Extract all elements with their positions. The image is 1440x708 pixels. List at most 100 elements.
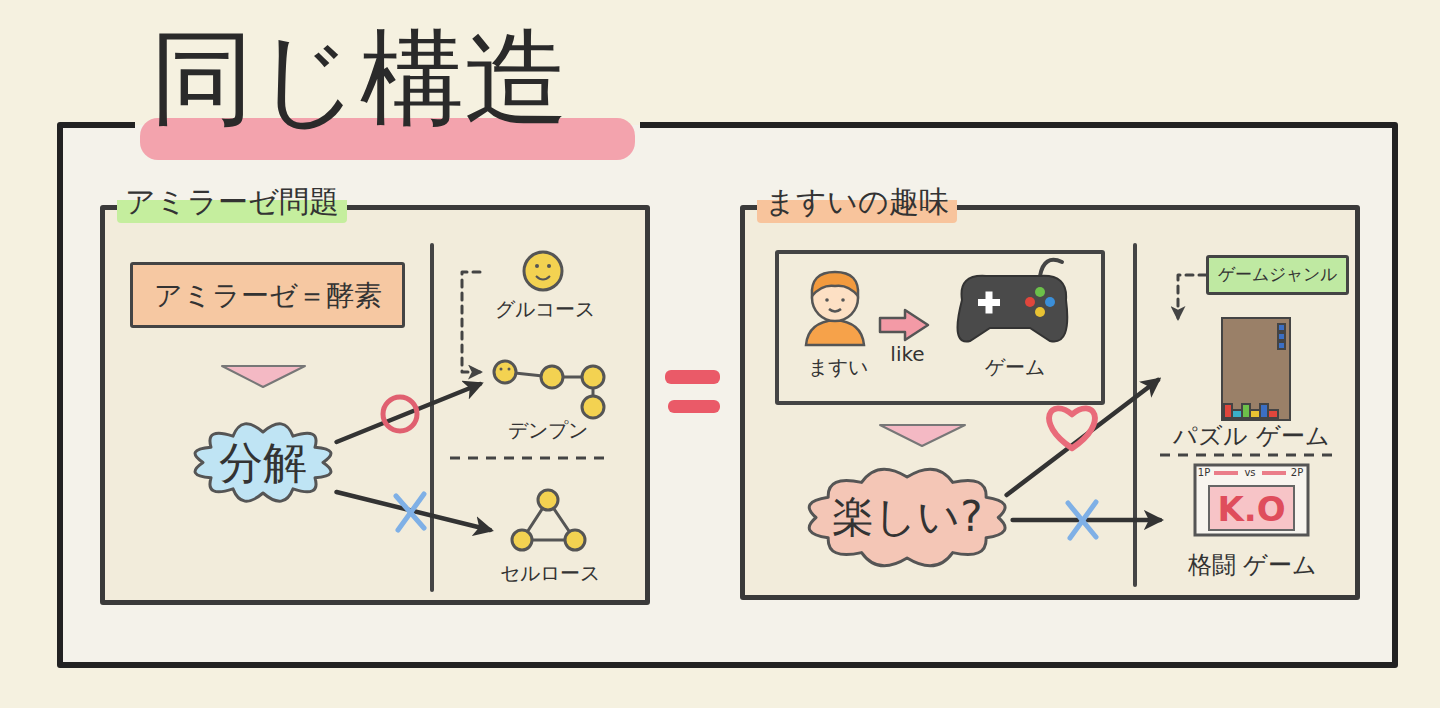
puzzle-game-item: パズル ゲーム [1158, 318, 1345, 453]
panel-ground [743, 208, 1357, 597]
cross-mark [398, 494, 424, 530]
controller-figure [1035, 287, 1045, 297]
player-label: 2P [1289, 467, 1305, 480]
person-figure [841, 298, 845, 302]
cross-mark [1070, 502, 1096, 538]
player-label: 1P [1197, 467, 1211, 480]
down-triangle [222, 366, 305, 387]
glucose-figure [524, 252, 562, 290]
cellulose-item: セルロース [490, 485, 610, 593]
puzzle-building [1278, 333, 1285, 340]
box-label: アミラーゼ＝酵素 [154, 278, 382, 313]
equals-sign [665, 370, 720, 413]
controller-figure [958, 276, 1068, 342]
controller-figure [958, 260, 1068, 342]
fight-screen [1262, 471, 1286, 475]
puzzle-building [1222, 318, 1290, 420]
glucose-figure [547, 264, 551, 268]
dashed-arrow [1178, 275, 1206, 318]
starch-figure [582, 396, 604, 418]
glucose-figure [524, 252, 562, 290]
divider-line [432, 245, 1135, 590]
glucose-figure [536, 276, 550, 280]
puzzle-building [1224, 404, 1232, 418]
person-figure [812, 272, 858, 296]
panel-heading: アミラーゼ問題 [117, 181, 347, 223]
outer-frame [60, 125, 1395, 665]
like-arrow [880, 310, 928, 340]
person-label: ますい [800, 355, 875, 380]
cross-mark [1068, 503, 1096, 537]
puzzle-building [1278, 324, 1285, 331]
person-figure [806, 272, 864, 345]
puzzle-building [1222, 318, 1290, 420]
like-box: ますいlike ゲーム [775, 250, 1105, 405]
problem-panel: アミラーゼ問題アミラーゼ＝酵素分解グルコースデンプンセルロース [100, 205, 650, 605]
fight-screen [1214, 471, 1238, 475]
controller-figure [1035, 307, 1045, 317]
dashed-arrow [462, 272, 480, 372]
starch-figure [494, 361, 516, 383]
versus-label: vs [1240, 467, 1260, 480]
outer-frame [60, 125, 1395, 665]
cellulose-figure [512, 530, 532, 550]
puzzle-building [1250, 410, 1260, 418]
puzzle-building [1232, 410, 1242, 418]
glucose-figure [535, 264, 539, 268]
heart-mark [1049, 408, 1095, 448]
cloud-shape [810, 469, 1006, 566]
puzzle-building [1278, 342, 1285, 349]
dashed-separator [1160, 454, 1340, 457]
cellulose-figure [512, 490, 585, 550]
heart-mark [1049, 408, 1095, 448]
puzzle-building [1260, 404, 1268, 418]
starch-figure [541, 366, 563, 388]
fun-cloud: 楽しい? [802, 465, 1012, 570]
fight-screen [1195, 465, 1308, 535]
item-label: グルコース [495, 297, 595, 322]
equals-sign [665, 370, 720, 384]
fighting-game-item: 1P vs 2P K.O 格闘 ゲーム [1160, 462, 1345, 590]
controller-figure [1045, 297, 1055, 307]
starch-item: デンプン [480, 352, 615, 452]
controller-label: ゲーム [975, 355, 1055, 380]
genre-box: ゲームジャンル [1206, 255, 1349, 295]
fight-screen [1209, 486, 1294, 530]
cellulose-figure [565, 530, 585, 550]
cloud-label: 楽しい? [832, 491, 982, 544]
panel-ground [103, 208, 647, 602]
divider-line [430, 245, 434, 590]
equals-sign [668, 400, 720, 413]
item-label: デンプン [508, 418, 588, 443]
ko-label: K.O [1209, 488, 1294, 531]
enzyme-box: アミラーゼ＝酵素 [130, 262, 405, 328]
connector-arrow [337, 384, 481, 442]
panel-ground [103, 208, 1357, 602]
hobby-panel: ますいの趣味ますいlikeゲーム楽しい?ゲームジャンルパズル ゲーム1Pvs2P… [740, 205, 1360, 600]
starch-figure [494, 361, 604, 418]
puzzle-building [1268, 410, 1278, 418]
like-arrow [880, 310, 928, 340]
connector-arrow [337, 492, 491, 530]
outer-frame [60, 125, 1395, 665]
dashed-separator [450, 455, 1340, 458]
controller-figure [1040, 260, 1062, 276]
glucose-item: グルコース [480, 250, 610, 330]
cloud-label: 分解 [219, 435, 307, 490]
divider-line [1133, 245, 1137, 585]
arrow-label: like [880, 342, 935, 367]
dashed-separator [450, 457, 605, 460]
item-label: セルロース [500, 561, 600, 586]
controller-figure [1025, 297, 1035, 307]
starch-figure [500, 368, 503, 371]
starch-figure [508, 368, 511, 371]
ok-circle-mark [383, 397, 417, 431]
cloud-shape [195, 424, 331, 501]
diagram-title: 同じ構造 [150, 16, 568, 141]
starch-figure [582, 366, 604, 388]
person-figure [829, 309, 841, 312]
decompose-cloud: 分解 [189, 420, 337, 505]
down-triangle [880, 425, 965, 446]
item-label: 格闘 ゲーム [1188, 550, 1318, 580]
